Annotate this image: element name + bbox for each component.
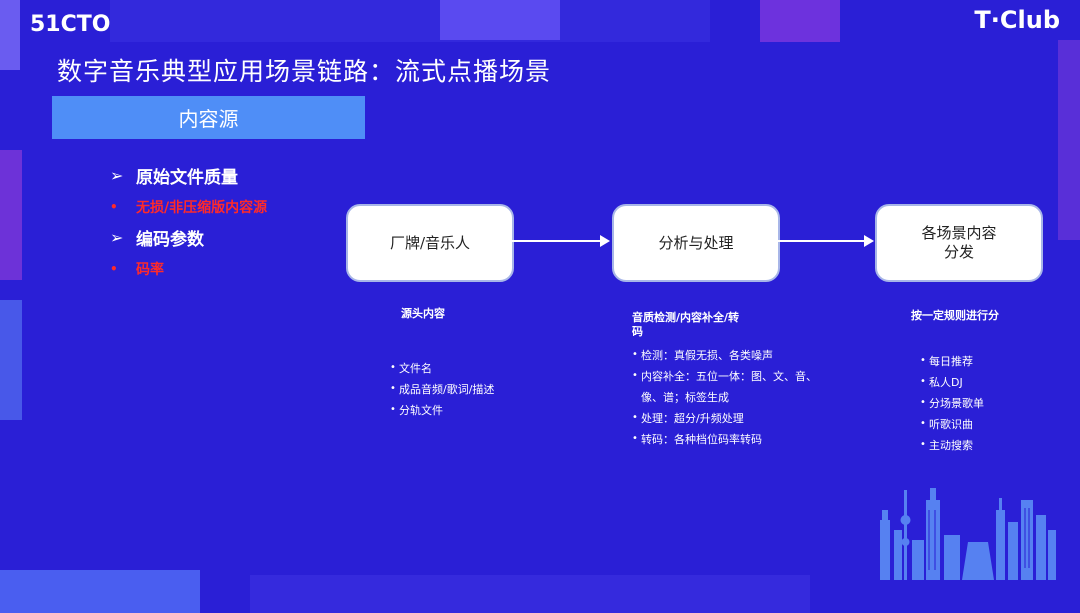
- bg-block-top-left: [0, 0, 20, 70]
- column-title-line2: 码: [632, 325, 739, 339]
- column-title-line1: 音质检测/内容补全/转: [632, 311, 739, 325]
- list-item: •检测：真假无损、各类噪声: [632, 344, 817, 365]
- logo-tclub: T·Club: [974, 6, 1060, 34]
- bg-block-bottom-left: [0, 570, 200, 613]
- flow-box-label-line2: 分发: [944, 243, 974, 262]
- flow-arrow-2: [778, 240, 866, 242]
- flow-box-label: 厂牌/音乐人: [390, 234, 470, 253]
- bullet-label: 无损/非压缩版内容源: [136, 197, 267, 217]
- bg-block-bottom-mid: [250, 575, 810, 613]
- list-item: •分轨文件: [390, 399, 494, 420]
- bullet-encoding-params: ➢ 编码参数: [110, 222, 267, 253]
- flow-box-analysis: 分析与处理: [612, 204, 780, 282]
- list-item-continuation: 像、谱；标签生成: [632, 386, 817, 407]
- flow-box-label: 分析与处理: [658, 234, 733, 253]
- flow-arrow-2-head: [864, 235, 874, 247]
- column-title-distribution: 按一定规则进行分: [911, 309, 999, 323]
- arrow-bullet-icon: ➢: [110, 166, 136, 185]
- bg-block-left-light: [0, 300, 22, 420]
- flow-box-distribution: 各场景内容 分发: [875, 204, 1043, 282]
- column-title-process: 音质检测/内容补全/转 码: [632, 311, 739, 339]
- bullet-label: 编码参数: [136, 225, 204, 250]
- list-item: •听歌识曲: [920, 413, 984, 434]
- city-skyline-illustration: [878, 480, 1058, 580]
- column-list-process: •检测：真假无损、各类噪声 •内容补全：五位一体：图、文、音、 像、谱；标签生成…: [632, 344, 817, 449]
- list-item: •内容补全：五位一体：图、文、音、: [632, 365, 817, 386]
- arrow-bullet-icon: ➢: [110, 228, 136, 247]
- dot-bullet-icon: •: [110, 200, 136, 214]
- list-item: •成品音频/歌词/描述: [390, 378, 494, 399]
- bg-block-right-edge: [1058, 40, 1080, 240]
- bg-block-top-band: [110, 0, 710, 42]
- column-list-source: •文件名 •成品音频/歌词/描述 •分轨文件: [390, 357, 494, 420]
- list-item: •私人DJ: [920, 371, 984, 392]
- flow-arrow-1-head: [600, 235, 610, 247]
- bg-block-top-mid: [440, 0, 560, 40]
- bullet-bitrate: • 码率: [110, 253, 267, 284]
- bullet-label: 原始文件质量: [136, 163, 238, 188]
- list-item: •分场景歌单: [920, 392, 984, 413]
- list-item: •处理：超分/升频处理: [632, 407, 817, 428]
- bg-block-left-pink: [0, 150, 22, 280]
- flow-box-label-line1: 各场景内容: [921, 224, 996, 243]
- bg-block-top-right: [760, 0, 840, 42]
- flow-box-label-artist: 厂牌/音乐人: [346, 204, 514, 282]
- logo-51cto: 51CTO: [30, 12, 110, 37]
- list-item: •转码：各种档位码率转码: [632, 428, 817, 449]
- bullet-lossless-source: • 无损/非压缩版内容源: [110, 191, 267, 222]
- column-list-distribution: •每日推荐 •私人DJ •分场景歌单 •听歌识曲 •主动搜索: [920, 350, 984, 455]
- list-item: •主动搜索: [920, 434, 984, 455]
- list-item: •每日推荐: [920, 350, 984, 371]
- dot-bullet-icon: •: [110, 262, 136, 276]
- column-title-source: 源头内容: [401, 307, 445, 321]
- bullet-original-file-quality: ➢ 原始文件质量: [110, 160, 267, 191]
- section-header-content-source: 内容源: [52, 96, 365, 139]
- list-item: •文件名: [390, 357, 494, 378]
- page-title: 数字音乐典型应用场景链路：流式点播场景: [57, 52, 551, 88]
- bullet-label: 码率: [136, 259, 164, 279]
- flow-arrow-1: [512, 240, 602, 242]
- bullet-list: ➢ 原始文件质量 • 无损/非压缩版内容源 ➢ 编码参数 • 码率: [110, 160, 267, 284]
